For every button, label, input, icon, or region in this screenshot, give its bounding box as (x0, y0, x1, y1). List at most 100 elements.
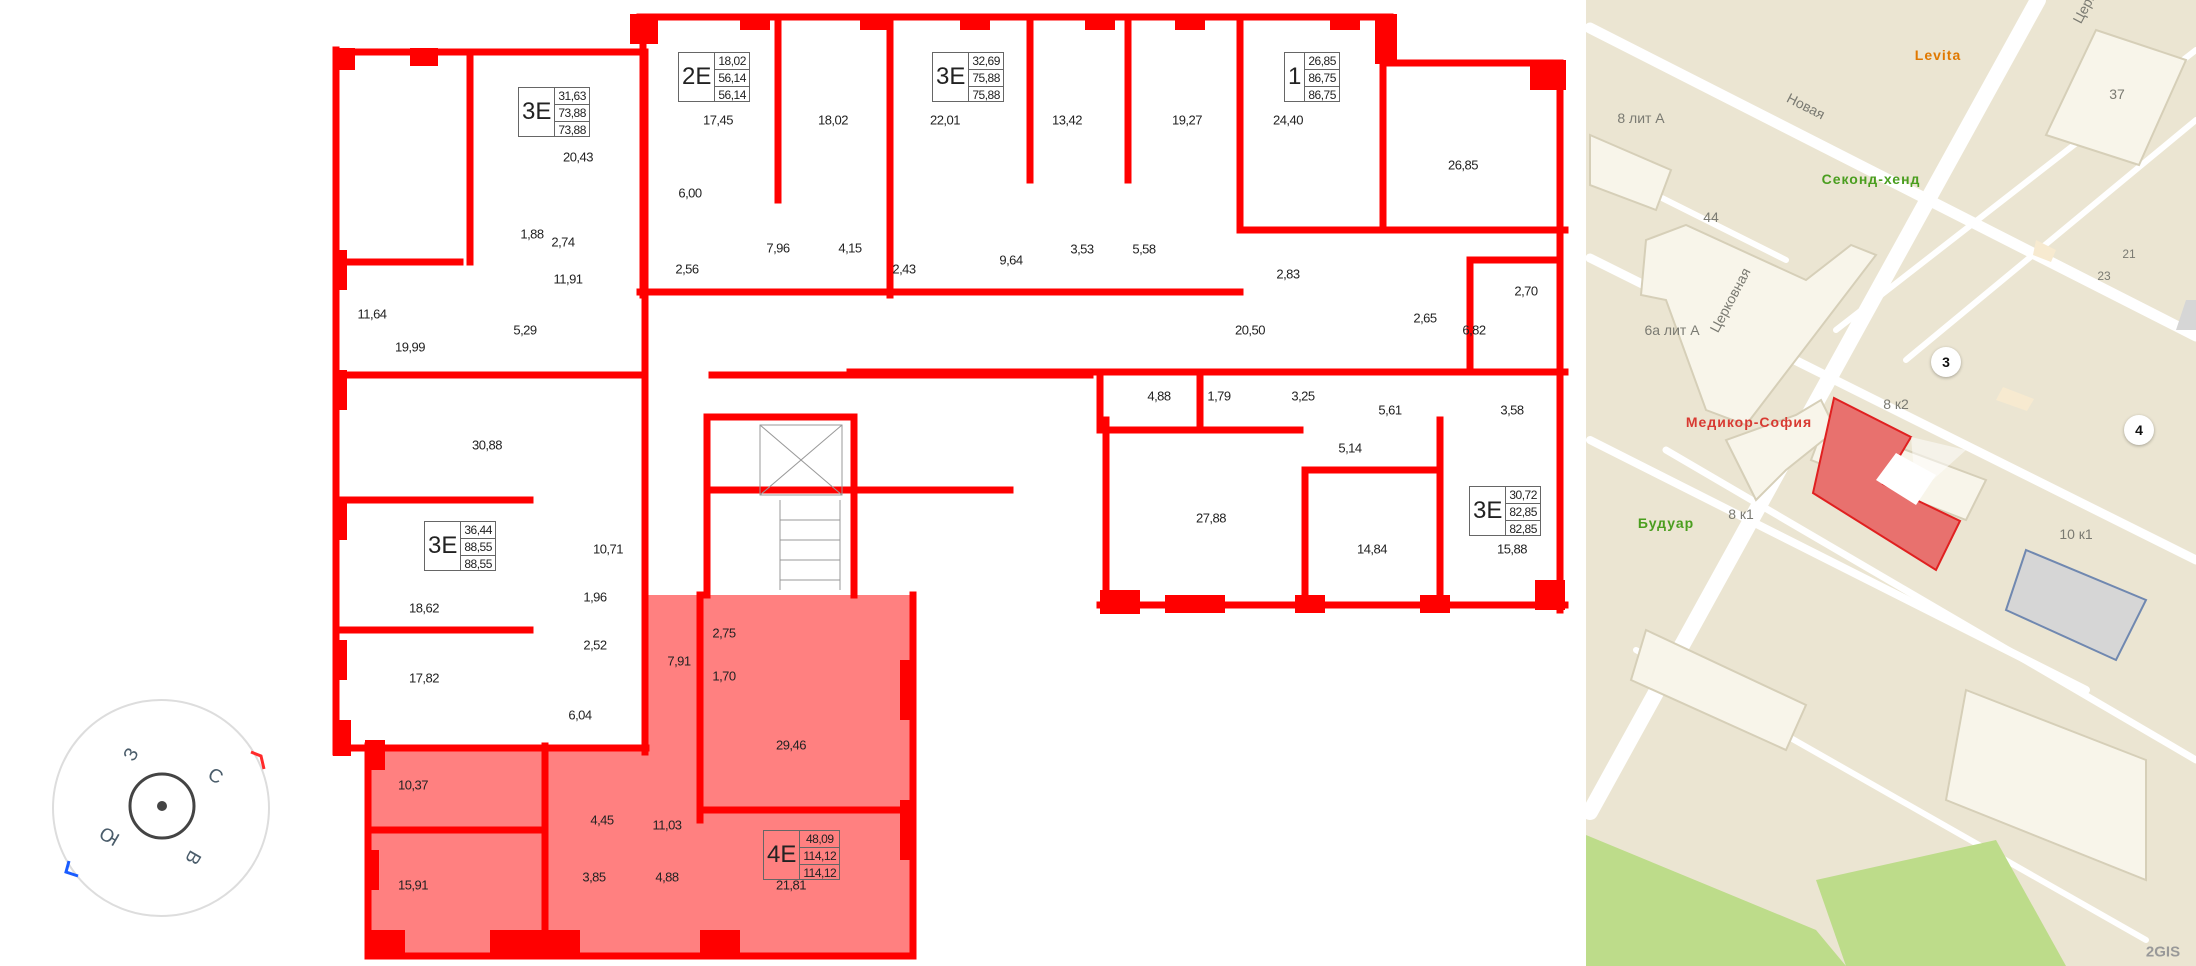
room-area-label: 1,96 (583, 589, 607, 605)
apartment-area-value: 88,55 (464, 557, 492, 571)
poi-second-hand[interactable]: Секонд-хенд (1821, 171, 1921, 187)
apartment-type: 3Е (519, 88, 556, 136)
room-area-label: 22,01 (929, 112, 961, 128)
wall-pillar (333, 250, 347, 290)
room-area-label: 3,53 (1070, 241, 1094, 257)
apartment-area-value: 56,14 (718, 88, 746, 102)
room-area-label: 18,62 (408, 600, 440, 616)
apartment-area-value: 82,85 (1509, 522, 1537, 536)
map[interactable]: Новая 8 лит А 44 37 21 23 Церковная 6а л… (1586, 0, 2196, 966)
room-area-label: 19,99 (394, 339, 426, 355)
building-label: 21 (2122, 247, 2136, 261)
building-label: 8 к2 (1883, 396, 1909, 412)
apartment-area-value: 73,88 (555, 105, 589, 122)
room-area-label: 7,96 (766, 240, 790, 256)
room-area-label: 2,70 (1514, 283, 1538, 299)
room-area-label: 5,29 (513, 322, 537, 338)
apartment-area-value: 75,88 (972, 88, 1000, 102)
wall-pillar (365, 930, 405, 956)
room-area-label: 20,43 (562, 149, 594, 165)
room-area-label: 11,03 (652, 817, 682, 833)
room-area-label: 1,79 (1207, 388, 1231, 404)
building-label: 44 (1703, 209, 1719, 225)
apartment-area-value: 26,85 (1305, 53, 1339, 70)
room-area-label: 19,27 (1171, 112, 1203, 128)
room-area-label: 5,14 (1338, 440, 1362, 456)
room-area-label: 3,85 (582, 869, 606, 885)
building-label: 8 к1 (1728, 506, 1754, 522)
apartment-area-value: 88,55 (461, 539, 495, 556)
room-area-label: 2,74 (551, 234, 575, 250)
poi-medikor-sofia[interactable]: Медикор-София (1685, 414, 1813, 430)
wall-pillar (1295, 595, 1325, 613)
apartment-type: 3Е (933, 53, 970, 101)
wall-pillar (960, 14, 990, 30)
room-area-label: 10,37 (397, 777, 429, 793)
brand-logo: 2GIS (2145, 943, 2181, 961)
room-area-label: 9,64 (999, 252, 1023, 268)
building-label: 37 (2109, 86, 2125, 102)
room-area-label: 5,58 (1132, 241, 1156, 257)
room-area-label: 2,83 (1276, 266, 1300, 282)
apartment-area-value: 75,88 (969, 70, 1003, 87)
map-canvas[interactable] (1586, 0, 2196, 966)
wall-pillar (333, 720, 351, 756)
wall-pillar (1420, 595, 1450, 613)
poi-buduar[interactable]: Будуар (1637, 515, 1695, 531)
selected-apartment-area[interactable] (368, 595, 913, 956)
wall-pillar (740, 14, 770, 30)
room-area-label: 11,91 (553, 271, 583, 287)
apartment-area-value: 36,44 (461, 522, 495, 539)
room-area-label: 6,00 (678, 185, 702, 201)
wall-pillar (900, 660, 914, 720)
room-area-label: 4,15 (838, 240, 862, 256)
apartment-area-value: 86,75 (1308, 88, 1336, 102)
room-area-label: 1,88 (520, 226, 544, 242)
floor-plan-walls (332, 13, 1569, 960)
room-area-label: 21,81 (775, 877, 807, 893)
wall-pillar (490, 930, 580, 956)
wall-pillar (1165, 595, 1225, 613)
room-area-label: 24,40 (1272, 112, 1304, 128)
wall-pillar (1100, 590, 1140, 614)
wall-pillar (1085, 14, 1115, 30)
map-marker-3[interactable]: 3 (1931, 347, 1961, 377)
room-area-label: 2,43 (892, 261, 916, 277)
poi-levita[interactable]: Levita (1914, 47, 1962, 63)
building-4[interactable] (2004, 548, 2148, 662)
apartment-area-value: 114,12 (800, 848, 840, 865)
apartment-area-value: 30,72 (1506, 487, 1540, 504)
room-area-label: 14,84 (1356, 541, 1388, 557)
building-label: 10 к1 (2059, 526, 2093, 542)
apartment-type: 3Е (425, 522, 462, 570)
compass[interactable]: З С Ю В (51, 698, 271, 918)
room-area-label: 17,82 (408, 670, 440, 686)
room-area-label: 13,42 (1051, 112, 1083, 128)
map-marker-4[interactable]: 4 (2124, 415, 2154, 445)
wall-pillar (365, 740, 385, 770)
building-21[interactable] (1996, 387, 2034, 411)
apartment-area-value: 31,63 (555, 88, 589, 105)
wall-pillar (1175, 14, 1205, 30)
apartment-area-value: 73,88 (558, 123, 586, 137)
wall-pillar (1330, 14, 1360, 30)
south-marker-icon (64, 860, 79, 878)
apartment-area-value: 32,69 (969, 53, 1003, 70)
room-area-label: 3,58 (1500, 402, 1524, 418)
apartment-area-value: 56,14 (715, 70, 749, 87)
wall-pillar (630, 14, 658, 44)
wall-pillar (410, 48, 438, 66)
wall-pillar (1375, 14, 1397, 64)
